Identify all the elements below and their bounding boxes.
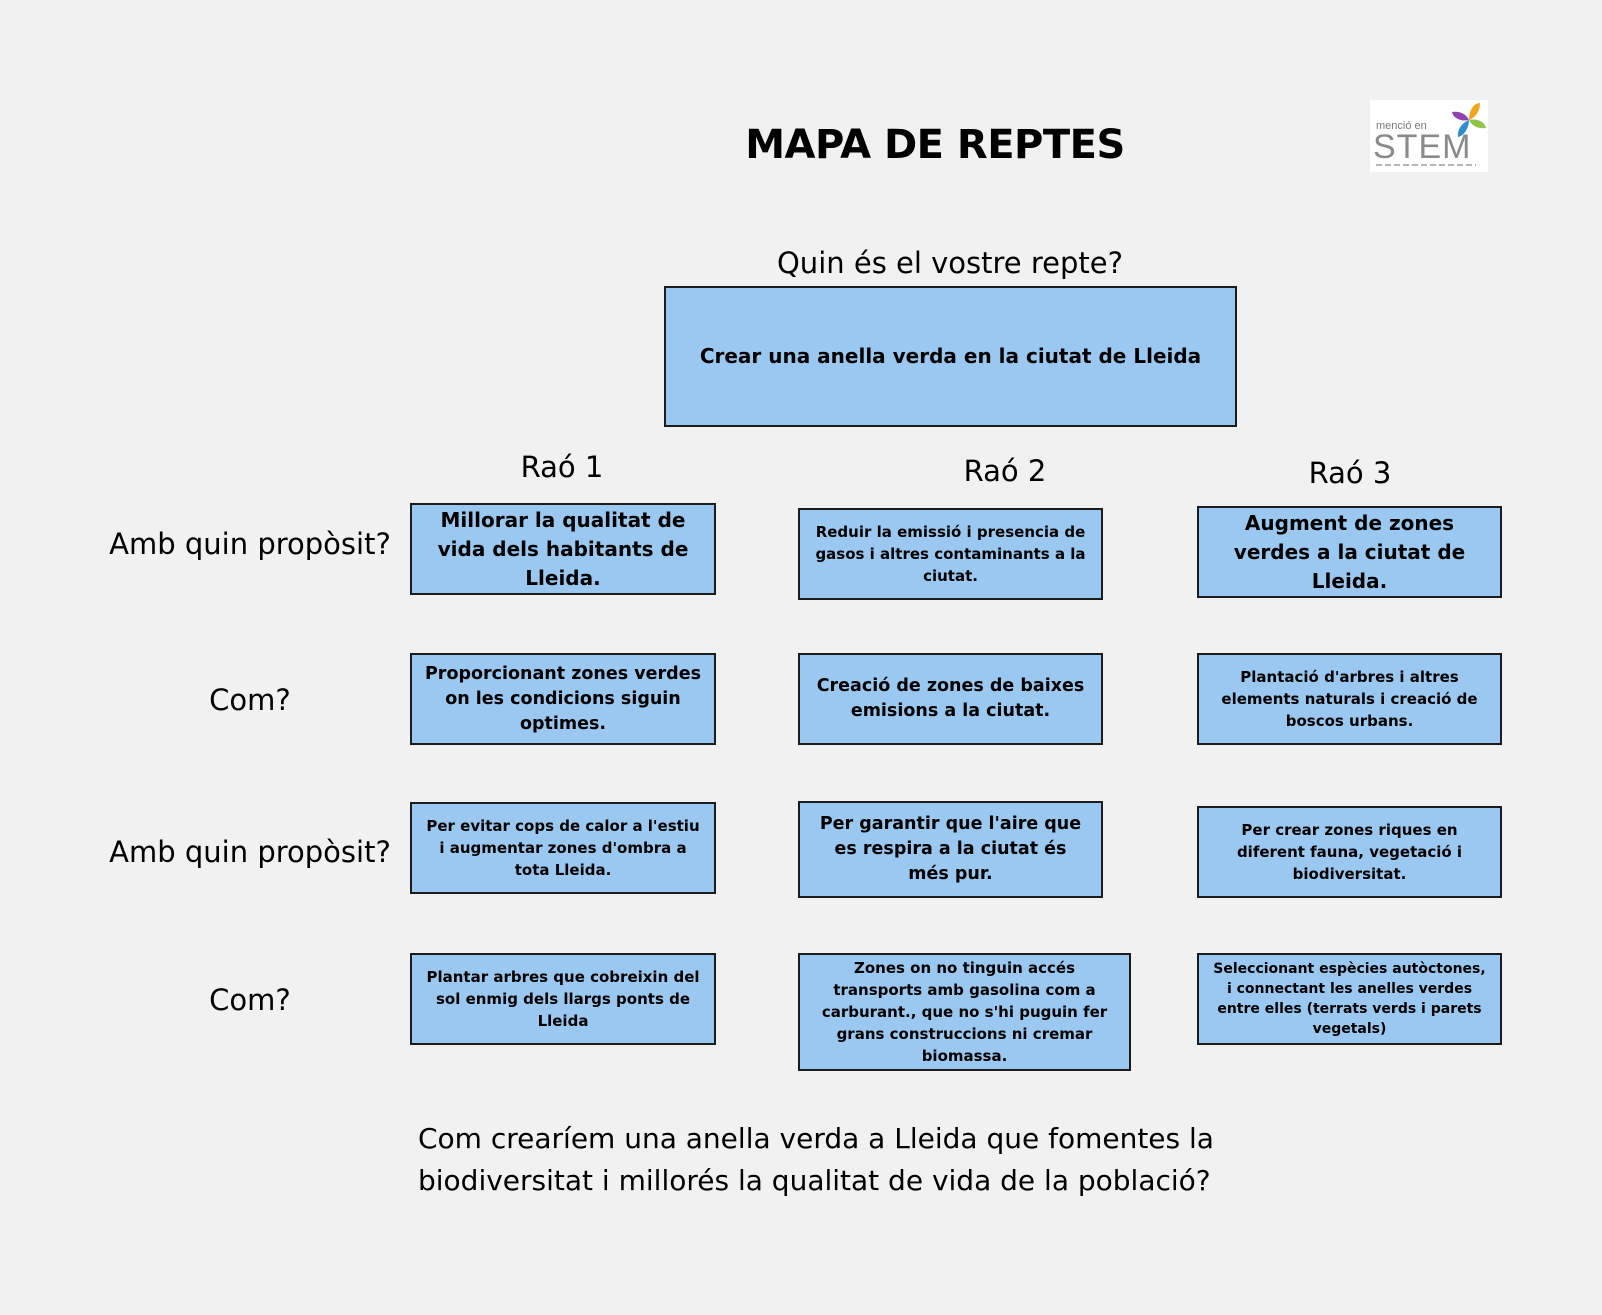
reason-1-purpose-1-box: Millorar la qualitat de vida dels habita… <box>410 503 716 595</box>
reason-2-purpose-1-box: Reduir la emissió i presencia de gasos i… <box>798 508 1103 600</box>
pinwheel-icon <box>1452 103 1486 137</box>
reason-2-how-1-box: Creació de zones de baixes emisions a la… <box>798 653 1103 745</box>
row-label-how-2: Com? <box>209 983 291 1017</box>
challenge-question-label: Quin és el vostre repte? <box>776 246 1124 280</box>
reason-2-how-2-box: Zones on no tinguin accés transports amb… <box>798 953 1131 1071</box>
reason-3-purpose-1-box: Augment de zones verdes a la ciutat de L… <box>1197 506 1502 598</box>
reason-1-purpose-2-box: Per evitar cops de calor a l'estiu i aug… <box>410 802 716 894</box>
reason-2-purpose-2-box: Per garantir que l'aire que es respira a… <box>798 801 1103 898</box>
reason-3-header: Raó 3 <box>1308 456 1392 490</box>
row-label-purpose-2: Amb quin propòsit? <box>109 835 391 869</box>
reason-3-how-2-box: Seleccionant espècies autòctones, i conn… <box>1197 953 1502 1045</box>
reason-3-how-1-box: Plantació d'arbres i altres elements nat… <box>1197 653 1502 745</box>
page-title: MAPA DE REPTES <box>745 122 1125 168</box>
logo-line1: menció en <box>1376 120 1427 132</box>
reason-2-header: Raó 2 <box>963 454 1047 488</box>
row-label-how-1: Com? <box>209 683 291 717</box>
row-label-purpose-1: Amb quin propòsit? <box>109 527 391 561</box>
logo-underline <box>1376 164 1476 166</box>
stem-logo: menció en STEM <box>1370 100 1488 172</box>
logo-line2: STEM <box>1373 128 1472 166</box>
challenge-box: Crear una anella verda en la ciutat de L… <box>664 286 1237 427</box>
reason-1-how-1-box: Proporcionant zones verdes on les condic… <box>410 653 716 745</box>
reason-3-purpose-2-box: Per crear zones riques en diferent fauna… <box>1197 806 1502 898</box>
reason-1-how-2-box: Plantar arbres que cobreixin del sol enm… <box>410 953 716 1045</box>
bottom-question: Com crearíem una anella verda a Lleida q… <box>418 1122 1214 1197</box>
reason-1-header: Raó 1 <box>520 450 604 484</box>
